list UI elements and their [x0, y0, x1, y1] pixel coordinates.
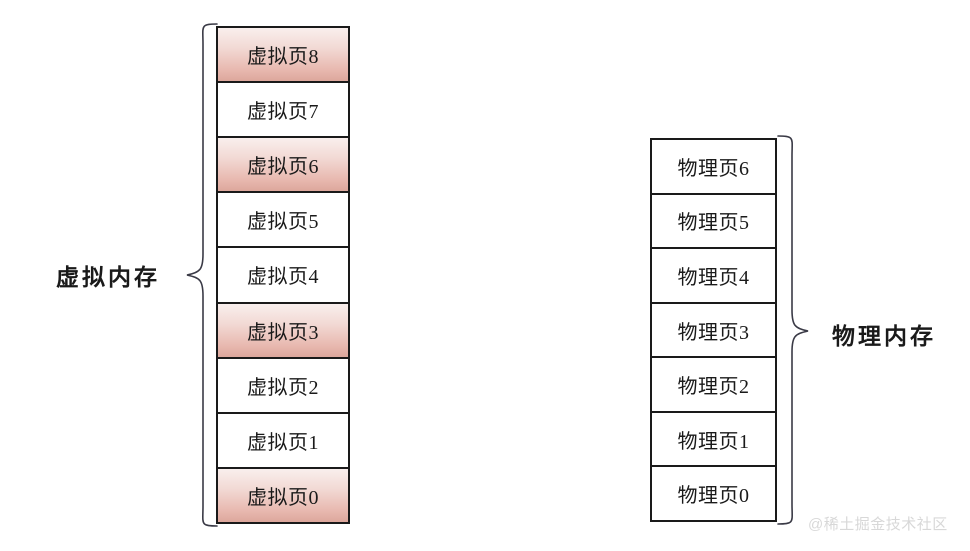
physical-memory-brace	[777, 135, 809, 525]
physical-page-cell: 物理页2	[652, 358, 775, 413]
virtual-page-cell: 虚拟页3	[218, 303, 348, 359]
physical-page-cell: 物理页5	[652, 194, 775, 250]
virtual-page-cell: 虚拟页1	[218, 413, 348, 469]
virtual-page-cell: 虚拟页0	[218, 468, 348, 522]
virtual-memory-table: 虚拟页8 虚拟页7 虚拟页6 虚拟页5 虚拟页4 虚拟页3 虚拟页2 虚拟页1 …	[216, 26, 350, 524]
virtual-memory-brace	[186, 23, 218, 527]
physical-page-cell: 物理页1	[652, 412, 775, 468]
physical-page-cell: 物理页0	[652, 467, 775, 521]
virtual-page-cell: 虚拟页6	[218, 138, 348, 194]
virtual-page-cell: 虚拟页2	[218, 358, 348, 414]
virtual-page-cell: 虚拟页4	[218, 248, 348, 304]
virtual-page-cell: 虚拟页5	[218, 193, 348, 249]
virtual-page-cell: 虚拟页8	[218, 28, 348, 84]
physical-page-cell: 物理页4	[652, 249, 775, 304]
watermark: @稀土掘金技术社区	[808, 516, 948, 533]
virtual-memory-label: 虚拟内存	[56, 265, 160, 290]
physical-page-cell: 物理页6	[652, 140, 775, 195]
virtual-page-cell: 虚拟页7	[218, 83, 348, 139]
physical-memory-table: 物理页6 物理页5 物理页4 物理页3 物理页2 物理页1 物理页0	[650, 138, 777, 522]
physical-memory-label: 物理内存	[832, 324, 936, 349]
physical-page-cell: 物理页3	[652, 303, 775, 359]
